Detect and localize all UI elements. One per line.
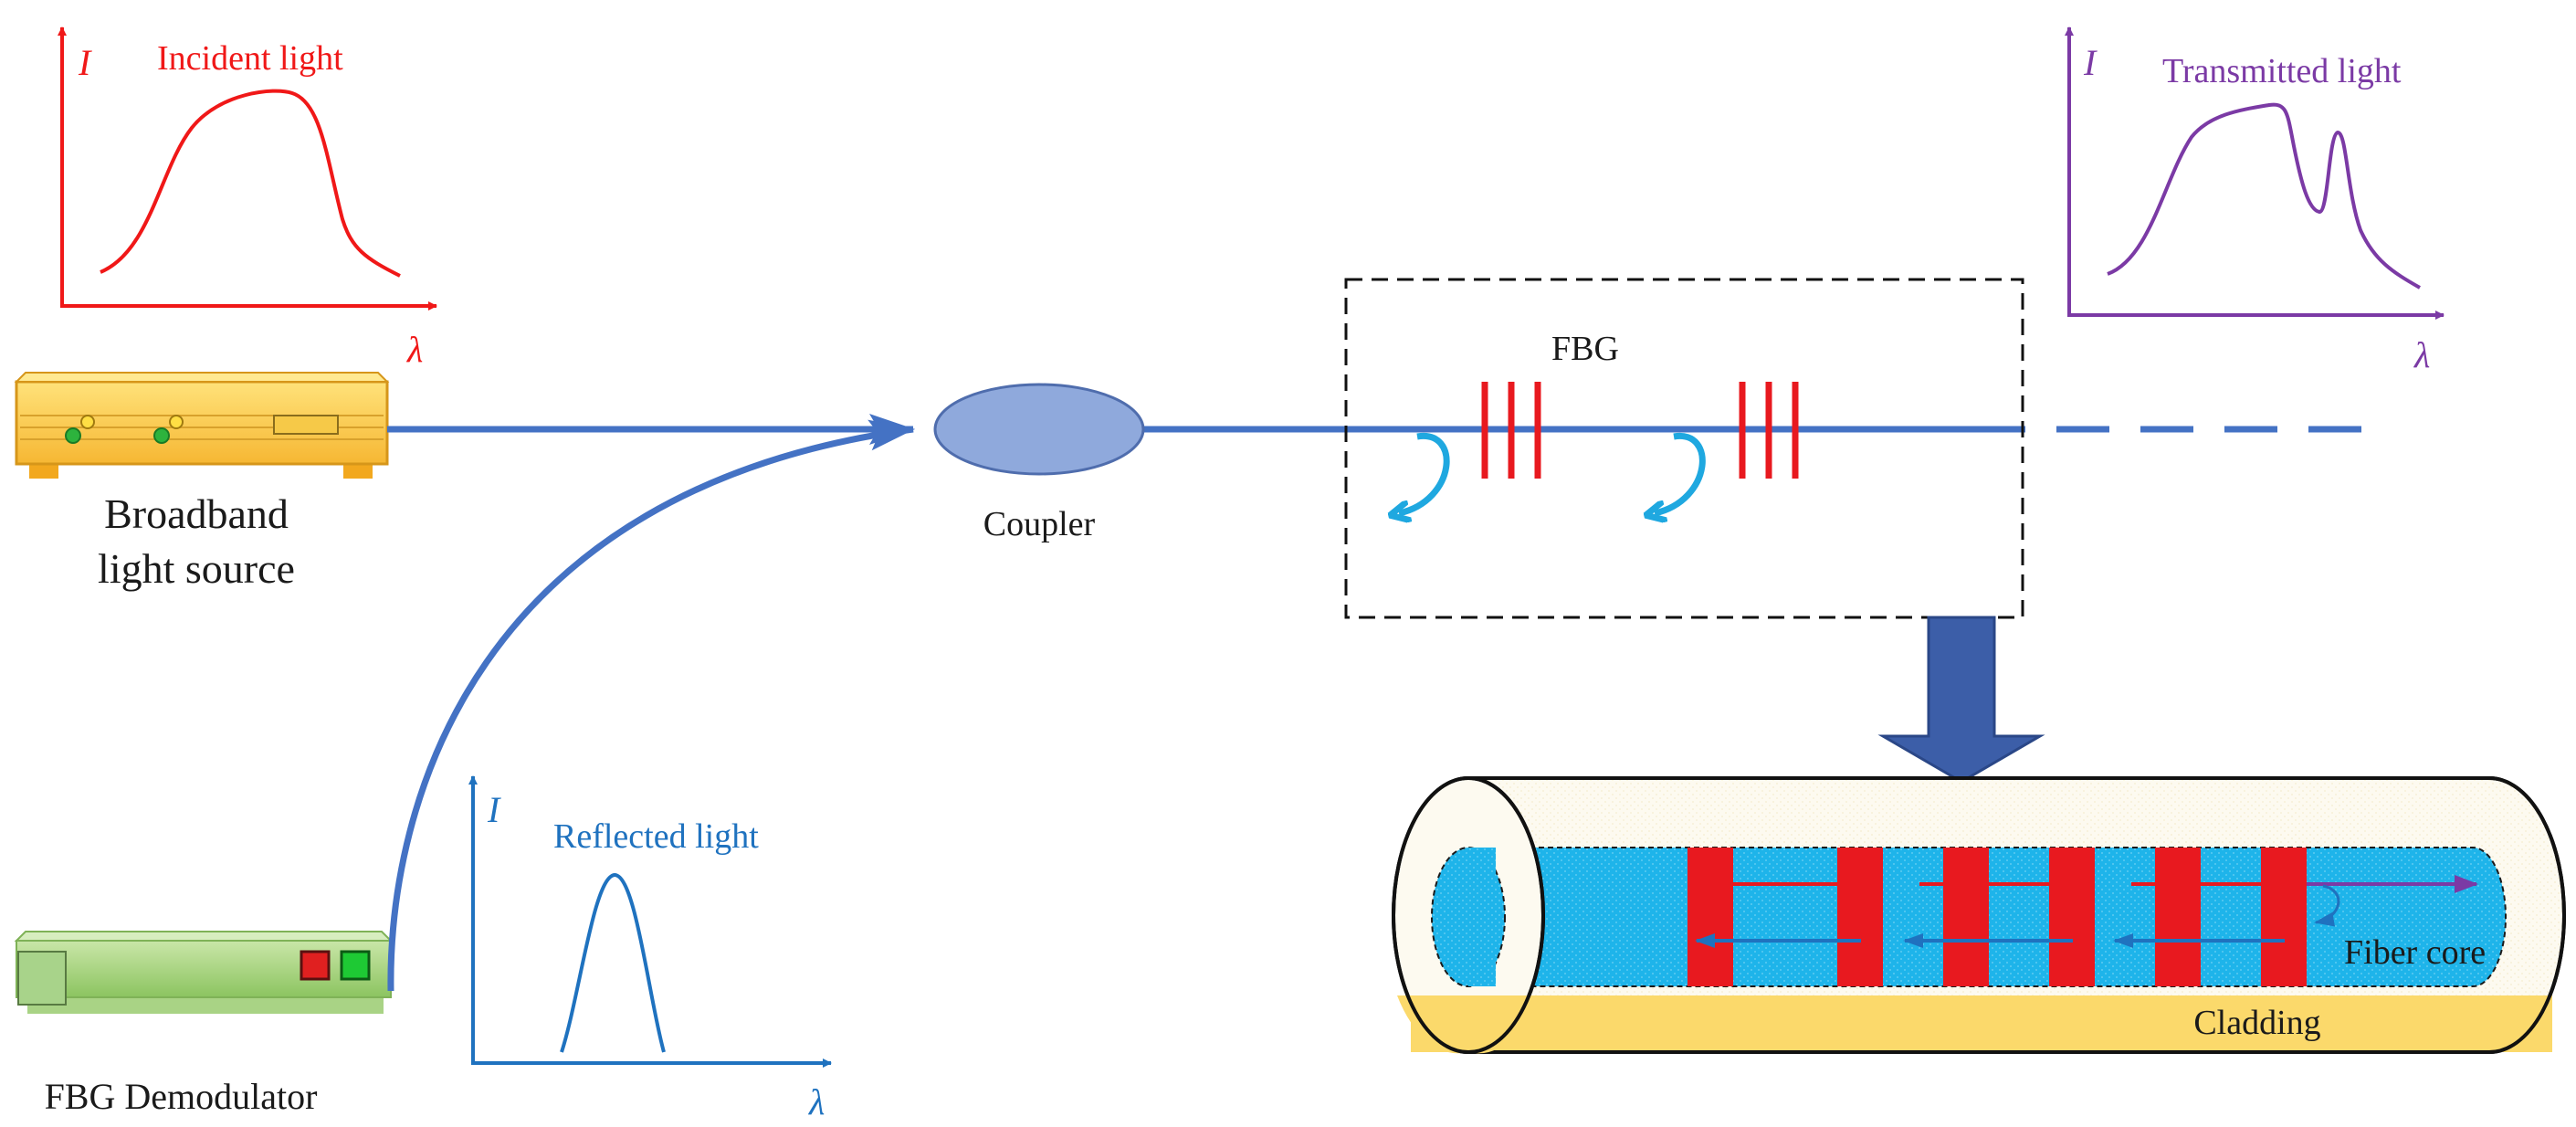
fbg-section: FBG bbox=[1344, 278, 2024, 619]
source-label-line1: Broadband bbox=[104, 490, 289, 537]
reflected-light-label: Reflected light bbox=[553, 817, 759, 856]
transmitted-intensity-label: I bbox=[2083, 42, 2098, 83]
source-led-1 bbox=[65, 427, 81, 444]
fiber-core-label: Fiber core bbox=[2344, 933, 2486, 972]
transmitted-light-plot: I λ Transmitted light bbox=[2065, 26, 2445, 375]
transmitted-wavelength-label: λ bbox=[2413, 334, 2430, 375]
incident-wavelength-label: λ bbox=[406, 329, 423, 370]
fbg-label: FBG bbox=[1551, 330, 1619, 368]
demodulator-panel bbox=[17, 951, 67, 1006]
source-led-2 bbox=[80, 415, 95, 429]
reflected-wavelength-label: λ bbox=[808, 1081, 825, 1122]
transmitted-spectrum-curve bbox=[2107, 102, 2421, 290]
fiber-cross-section: Fiber core Cladding bbox=[1392, 776, 2566, 1054]
core-light-lines bbox=[1695, 875, 2478, 948]
reflected-light-plot: I λ Reflected light bbox=[468, 775, 832, 1122]
incident-light-plot: I λ Incident light bbox=[58, 26, 437, 370]
reflection-arrow-2 bbox=[1655, 433, 1706, 513]
zoom-down-arrow bbox=[1877, 616, 2045, 784]
demodulator-red-button bbox=[300, 950, 331, 981]
source-led-4 bbox=[169, 415, 184, 429]
transmitted-light-label: Transmitted light bbox=[2162, 52, 2402, 90]
grating-2 bbox=[1739, 382, 1799, 479]
fbg-dashed-box bbox=[1344, 278, 2024, 619]
cladding-label: Cladding bbox=[2193, 1004, 2320, 1042]
incident-light-label: Incident light bbox=[157, 39, 343, 78]
fiber-network: Coupler bbox=[387, 383, 2374, 992]
reflected-spectrum-curve bbox=[560, 872, 666, 1053]
source-label-line2: light source bbox=[98, 545, 295, 592]
broadband-light-source: Broadband light source bbox=[14, 372, 390, 592]
reflection-arrow-1 bbox=[1399, 433, 1450, 513]
fbg-demodulator: FBG Demodulator bbox=[14, 931, 394, 1117]
demodulator-label: FBG Demodulator bbox=[45, 1076, 318, 1117]
cladding-band bbox=[1411, 995, 2552, 1052]
demodulator-green-button bbox=[340, 950, 371, 981]
coupler-label: Coupler bbox=[983, 505, 1096, 543]
coupler bbox=[933, 383, 1145, 476]
source-port bbox=[273, 415, 339, 435]
grating-1 bbox=[1481, 382, 1541, 479]
core-gratings bbox=[1688, 848, 2307, 986]
reflected-intensity-label: I bbox=[487, 789, 501, 830]
incident-spectrum-curve bbox=[100, 89, 401, 278]
source-led-3 bbox=[153, 427, 170, 444]
reflection-fiber bbox=[387, 419, 915, 992]
incident-intensity-label: I bbox=[78, 42, 92, 83]
